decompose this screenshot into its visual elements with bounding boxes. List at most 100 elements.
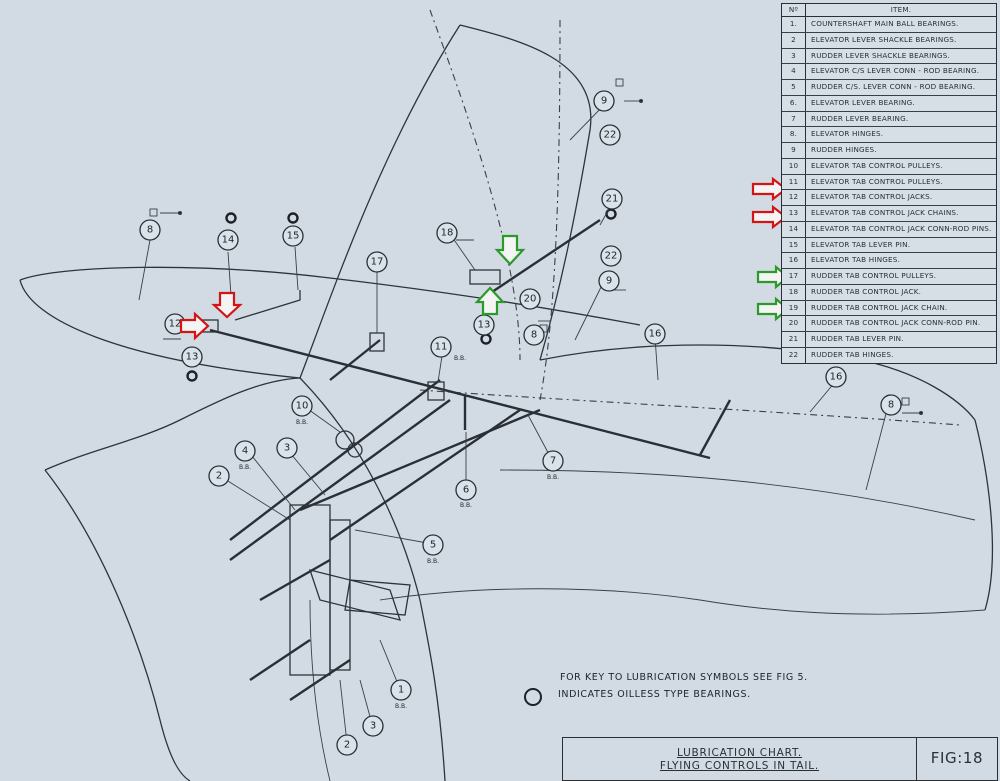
lubrication-key-note: FOR KEY TO LUBRICATION SYMBOLS SEE FIG 5… — [560, 672, 808, 683]
item-name: ELEVATOR TAB CONTROL PULLEYS. — [811, 176, 943, 186]
svg-text:17: 17 — [371, 257, 384, 268]
tab-lever — [234, 290, 301, 321]
chart-title: LUBRICATION CHART. FLYING CONTROLS IN TA… — [563, 738, 917, 780]
callout-7: 7 — [542, 450, 564, 472]
elevator-hinge-line — [419, 389, 961, 426]
callout-9-center: 9 — [598, 270, 620, 292]
item-no: 6. — [782, 95, 806, 111]
elevator-trailing-edge — [974, 419, 994, 611]
bb-label-5: B.B. — [427, 558, 439, 565]
rudder-push-rod — [329, 409, 521, 541]
svg-text:8: 8 — [531, 330, 537, 341]
green-arrow-jack-20 — [494, 234, 526, 266]
title-line-2: FLYING CONTROLS IN TAIL. — [659, 760, 820, 772]
fin-hinge-line — [429, 9, 521, 361]
callout-8-center: 8 — [523, 324, 545, 346]
callout-9-top: 9 — [593, 90, 615, 112]
item-name: ELEVATOR TAB HINGES. — [811, 255, 901, 265]
svg-text:20: 20 — [524, 294, 537, 305]
leader-lines — [138, 103, 889, 744]
callout-11: 11 — [430, 336, 452, 358]
bb-label-7: B.B. — [547, 474, 559, 481]
rudder-cable — [329, 339, 381, 381]
elevator-tab-arm — [698, 399, 732, 456]
svg-text:2: 2 — [216, 471, 222, 482]
callout-2-bottom: 2 — [336, 734, 358, 756]
red-arrow-item-12 — [751, 176, 788, 202]
svg-text:4: 4 — [242, 446, 248, 457]
item-name: ELEVATOR LEVER BEARING. — [811, 97, 915, 107]
item-no: 16 — [782, 253, 806, 268]
item-name: ELEVATOR TAB LEVER PIN. — [811, 239, 911, 249]
fin-front-edge — [299, 24, 461, 379]
item-table-header: Nº ITEM. — [782, 4, 996, 17]
item-no: 13 — [782, 206, 806, 221]
svg-text:8: 8 — [888, 400, 894, 411]
pulley-10b — [347, 442, 363, 458]
callout-21: 21 — [601, 188, 623, 210]
title-line-1: LUBRICATION CHART. — [676, 747, 803, 759]
table-row: 8.ELEVATOR HINGES. — [782, 127, 996, 143]
lower-lever-b — [289, 659, 351, 701]
item-no: 2 — [782, 32, 806, 48]
item-name: ELEVATOR LEVER SHACKLE BEARINGS. — [811, 34, 957, 44]
item-name: RUDDER TAB CONTROL PULLEYS. — [811, 271, 937, 280]
oilless-note: INDICATES OILLESS TYPE BEARINGS. — [558, 689, 751, 700]
svg-text:15: 15 — [287, 231, 300, 242]
fin-trailing-edge — [459, 24, 592, 361]
item-name: ELEVATOR TAB CONTROL PULLEYS. — [811, 160, 943, 170]
item-name: RUDDER C/S. LEVER CONN - ROD BEARING. — [811, 82, 976, 91]
table-row: 10 ELEVATOR TAB CONTROL PULLEYS. — [782, 158, 996, 175]
title-block: LUBRICATION CHART. FLYING CONTROLS IN TA… — [562, 737, 998, 781]
callout-13-right: 13 — [473, 314, 495, 336]
item-no: 19 — [782, 300, 806, 316]
svg-text:16: 16 — [830, 372, 843, 383]
item-table: Nº ITEM. 1.COUNTERSHAFT MAIN BALL BEARIN… — [781, 3, 997, 364]
svg-text:16: 16 — [649, 329, 662, 340]
header-no: Nº — [782, 4, 806, 16]
tailplane-root-curve — [19, 279, 301, 379]
fuselage-front-shell — [44, 469, 191, 781]
rudder-tab-rod — [479, 219, 601, 301]
callout-17: 17 — [366, 251, 388, 273]
svg-text:18: 18 — [441, 228, 454, 239]
callout-22-lower: 22 — [600, 245, 622, 267]
table-row: 21 RUDDER TAB LEVER PIN. — [782, 332, 996, 348]
fuselage-rear-shell — [299, 377, 446, 781]
item-name: ELEVATOR TAB CONTROL JACKS. — [811, 192, 933, 202]
svg-text:22: 22 — [605, 251, 618, 262]
item-no: 4 — [782, 64, 806, 79]
callout-8-right: 8 — [880, 394, 902, 416]
lower-lever-a — [249, 639, 311, 681]
svg-text:13: 13 — [478, 320, 491, 331]
item-no: 1. — [782, 17, 806, 32]
item-no: 10 — [782, 158, 806, 174]
item-name: RUDDER TAB CONTROL JACK CONN-ROD PIN. — [811, 318, 981, 328]
item-name: RUDDER TAB LEVER PIN. — [811, 334, 904, 343]
oilless-bearing — [225, 212, 237, 224]
callout-16-left: 16 — [644, 323, 666, 345]
item-no: 21 — [782, 332, 806, 347]
oilless-bearing — [186, 370, 198, 382]
callout-1: 1 — [390, 679, 412, 701]
green-arrow-jack-18 — [474, 286, 506, 316]
elevator-lower-skin — [499, 469, 976, 521]
cable-run-b — [229, 399, 451, 561]
rudder-hinge-line — [539, 19, 561, 401]
svg-text:13: 13 — [186, 352, 199, 363]
callout-6: 6 — [455, 479, 477, 501]
item-name: ELEVATOR HINGES. — [811, 129, 884, 139]
item-name: RUDDER TAB HINGES. — [811, 349, 894, 359]
callout-15: 15 — [282, 225, 304, 247]
